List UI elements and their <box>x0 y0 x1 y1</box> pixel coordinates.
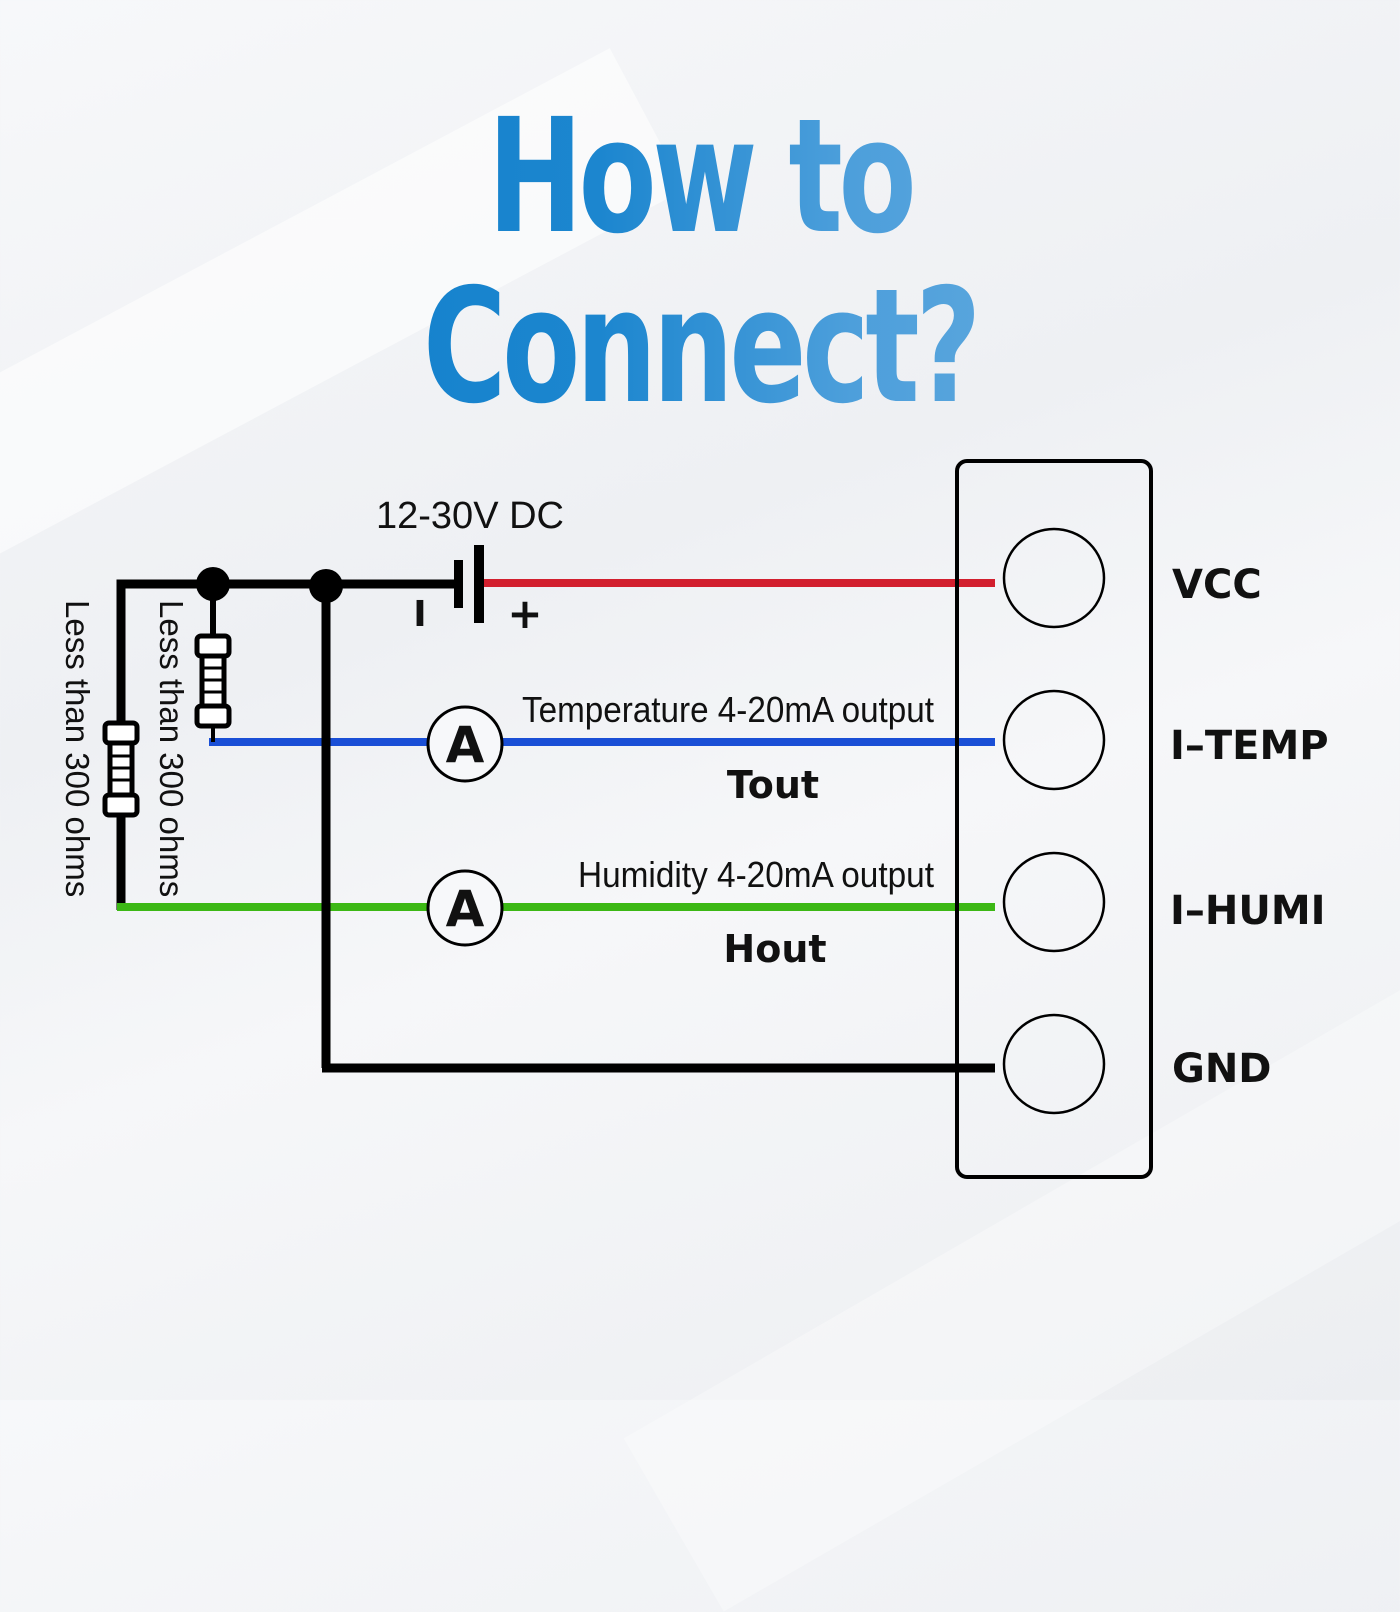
junction-dot <box>309 569 343 603</box>
terminal-i-humi <box>1002 851 1106 953</box>
terminal-label-i-humi: I–HUMI <box>1170 888 1326 934</box>
humidity-output-name: Hout <box>723 927 826 971</box>
temperature-output-description: Temperature 4-20mA output <box>522 689 934 730</box>
humidity-wire <box>117 902 995 912</box>
ammeter-icon: A <box>426 869 504 947</box>
resistor-icon <box>102 700 140 830</box>
ammeter-symbol: A <box>446 880 485 938</box>
negative-terminal-symbol: I <box>413 594 426 635</box>
humidity-output-description: Humidity 4-20mA output <box>578 854 934 895</box>
terminal-hole <box>1002 851 1106 953</box>
resistor-label: Less than 300 ohms <box>153 600 190 897</box>
terminal-label-i-temp: I–TEMP <box>1170 723 1329 769</box>
sensor-terminal-block <box>955 459 1153 1179</box>
terminal-hole <box>1002 689 1106 791</box>
resistor-label: Less than 300 ohms <box>59 600 96 897</box>
junction-dot <box>196 567 230 601</box>
terminal-gnd <box>1002 1013 1106 1115</box>
ammeter-symbol: A <box>446 716 485 774</box>
page-title: How to Connect? <box>196 92 1204 432</box>
terminal-i-temp <box>1002 689 1106 791</box>
resistor-icon <box>194 620 232 742</box>
terminal-label-gnd: GND <box>1172 1046 1272 1092</box>
terminal-vcc <box>1002 527 1106 629</box>
battery-icon <box>454 545 484 623</box>
wiring-diagram: 12-30V DC I + Less than 300 ohms Less th… <box>59 459 1329 1179</box>
terminal-hole <box>1002 1013 1106 1115</box>
negative-bus-wire <box>116 579 995 1073</box>
temperature-wire <box>209 737 995 747</box>
ammeter-icon: A <box>426 705 504 783</box>
terminal-hole <box>1002 527 1106 629</box>
temperature-output-name: Tout <box>727 763 819 807</box>
terminal-label-vcc: VCC <box>1172 562 1262 608</box>
positive-terminal-symbol: + <box>507 589 542 638</box>
power-supply-label: 12-30V DC <box>376 495 564 537</box>
